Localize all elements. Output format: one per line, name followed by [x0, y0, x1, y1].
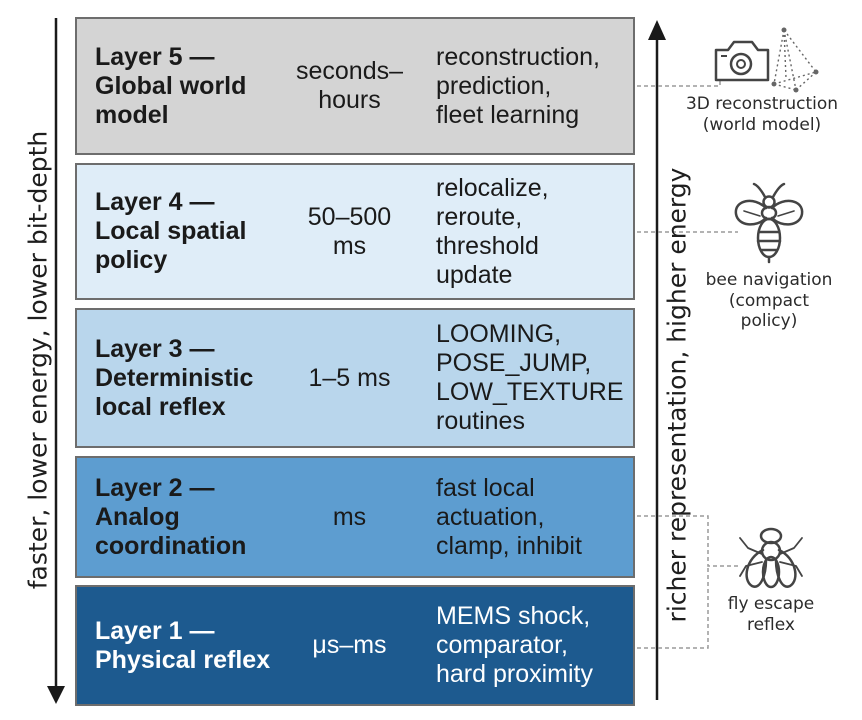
fly-icon	[739, 527, 803, 589]
layer-4-box: Layer 4 — Local spatial policy 50–500 ms…	[75, 163, 635, 300]
caption-fly-escape: fly escape reflex	[727, 594, 815, 635]
layer-2-timescale: ms	[332, 502, 367, 531]
layer-3-box: Layer 3 — Deterministic local reflex 1–5…	[75, 308, 635, 448]
layer-4-name: Layer 4 — Local spatial policy	[95, 188, 247, 274]
layer-3-name: Layer 3 — Deterministic local reflex	[95, 334, 254, 421]
layer-2-box: Layer 2 — Analog coordination ms fast lo…	[75, 456, 635, 578]
layer-5-functions: reconstruction, prediction, fleet learni…	[436, 42, 600, 129]
layer-2-functions: fast local actuation, clamp, inhibit	[436, 473, 582, 560]
right-axis-arrowhead	[648, 20, 666, 40]
leader-fly-top	[637, 515, 738, 567]
layer-5-name: Layer 5 — Global world model	[95, 42, 247, 129]
left-axis-arrowhead	[47, 686, 65, 704]
layer-1-functions: MEMS shock, comparator, hard proximity	[436, 602, 593, 688]
caption-bee-navigation: bee navigation (compact policy)	[705, 270, 833, 332]
layer-5-box: Layer 5 — Global world model seconds– ho…	[75, 17, 635, 155]
layer-1-timescale: μs–ms	[312, 631, 387, 659]
leader-fly-bottom	[637, 566, 709, 649]
layer-4-timescale: 50–500 ms	[307, 202, 392, 260]
caption-world-model: 3D reconstruction (world model)	[685, 94, 839, 135]
camera-icon	[714, 27, 819, 93]
layer-3-functions: LOOMING, POSE_JUMP, LOW_TEXTURE routines	[436, 320, 624, 435]
layer-1-box: Layer 1 — Physical reflex μs–ms MEMS sho…	[75, 585, 635, 706]
bee-icon	[734, 182, 804, 264]
layer-5-timescale: seconds– hours	[295, 57, 404, 114]
layer-3-timescale: 1–5 ms	[308, 363, 391, 392]
layer-2-name: Layer 2 — Analog coordination	[95, 473, 247, 560]
layer-1-name: Layer 1 — Physical reflex	[95, 616, 271, 674]
layer-4-functions: relocalize, reroute, threshold update	[436, 173, 549, 289]
